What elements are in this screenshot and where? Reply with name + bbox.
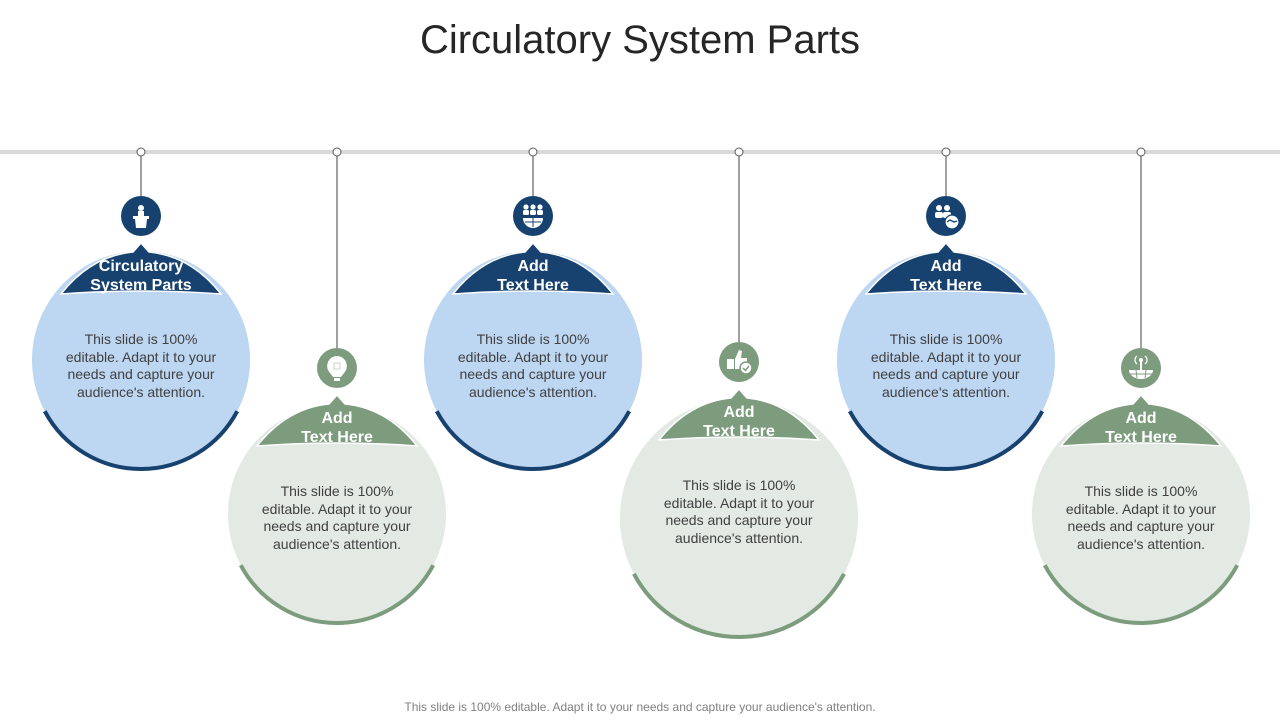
thumbs-up-check-icon — [719, 342, 759, 382]
lightbulb-puzzle-icon — [317, 348, 357, 388]
bottom-arc-accent — [434, 410, 632, 471]
item-description: This slide is 100% editable. Adapt it to… — [261, 483, 413, 552]
item-heading-line1: Add — [1125, 410, 1157, 427]
diagram-item-2 — [228, 147, 446, 625]
heading-cap — [255, 393, 419, 447]
heading-cap — [451, 241, 615, 295]
item-description: This slide is 100% editable. Adapt it to… — [870, 331, 1022, 400]
item-heading-line1: Circulatory — [98, 258, 184, 275]
item-description: This slide is 100% editable. Adapt it to… — [65, 331, 217, 400]
bottom-arc-accent — [1042, 564, 1240, 625]
diagram-item-6 — [1032, 147, 1250, 625]
diagram-item-5 — [837, 147, 1055, 471]
bottom-arc-accent — [238, 564, 436, 625]
people-handshake-icon — [926, 196, 966, 236]
item-description: This slide is 100% editable. Adapt it to… — [457, 331, 609, 400]
diagram-item-4 — [620, 147, 858, 639]
heading-cap — [657, 387, 821, 441]
heading-cap — [864, 241, 1028, 295]
bottom-arc-accent — [42, 410, 240, 471]
item-heading-line2: Text Here — [703, 423, 775, 440]
diagram-item-3 — [424, 147, 642, 471]
content-circle — [837, 251, 1055, 469]
bottom-arc-accent — [632, 572, 846, 639]
pin-node — [528, 147, 538, 157]
item-heading-line2: System Parts — [90, 277, 192, 294]
item-heading-line1: Add — [517, 258, 549, 275]
bottom-arc-accent — [847, 410, 1045, 471]
global-team-icon — [513, 196, 553, 236]
pin-node — [941, 147, 951, 157]
item-heading-line1: Add — [930, 258, 962, 275]
footer-note: This slide is 100% editable. Adapt it to… — [404, 700, 876, 714]
content-circle — [620, 399, 858, 637]
item-heading-line1: Add — [723, 404, 755, 421]
speaker-podium-icon — [121, 196, 161, 236]
item-heading-line2: Text Here — [497, 277, 569, 294]
global-antenna-icon — [1121, 348, 1161, 388]
pin-node — [734, 147, 744, 157]
top-rail — [0, 150, 1280, 154]
heading-cap — [1059, 393, 1223, 447]
content-circle — [424, 251, 642, 469]
item-heading-line2: Text Here — [1105, 429, 1177, 446]
slide-title: Circulatory System Parts — [419, 18, 861, 62]
pin-node — [332, 147, 342, 157]
heading-cap — [59, 241, 223, 295]
pin-node — [136, 147, 146, 157]
item-heading-line2: Text Here — [301, 429, 373, 446]
content-circle — [1032, 405, 1250, 623]
content-circle — [228, 405, 446, 623]
item-heading-line1: Add — [321, 410, 353, 427]
item-description: This slide is 100% editable. Adapt it to… — [663, 477, 815, 546]
content-circle — [32, 251, 250, 469]
diagram-item-1 — [32, 147, 250, 471]
pin-node — [1136, 147, 1146, 157]
item-description: This slide is 100% editable. Adapt it to… — [1065, 483, 1217, 552]
item-heading-line2: Text Here — [910, 277, 982, 294]
